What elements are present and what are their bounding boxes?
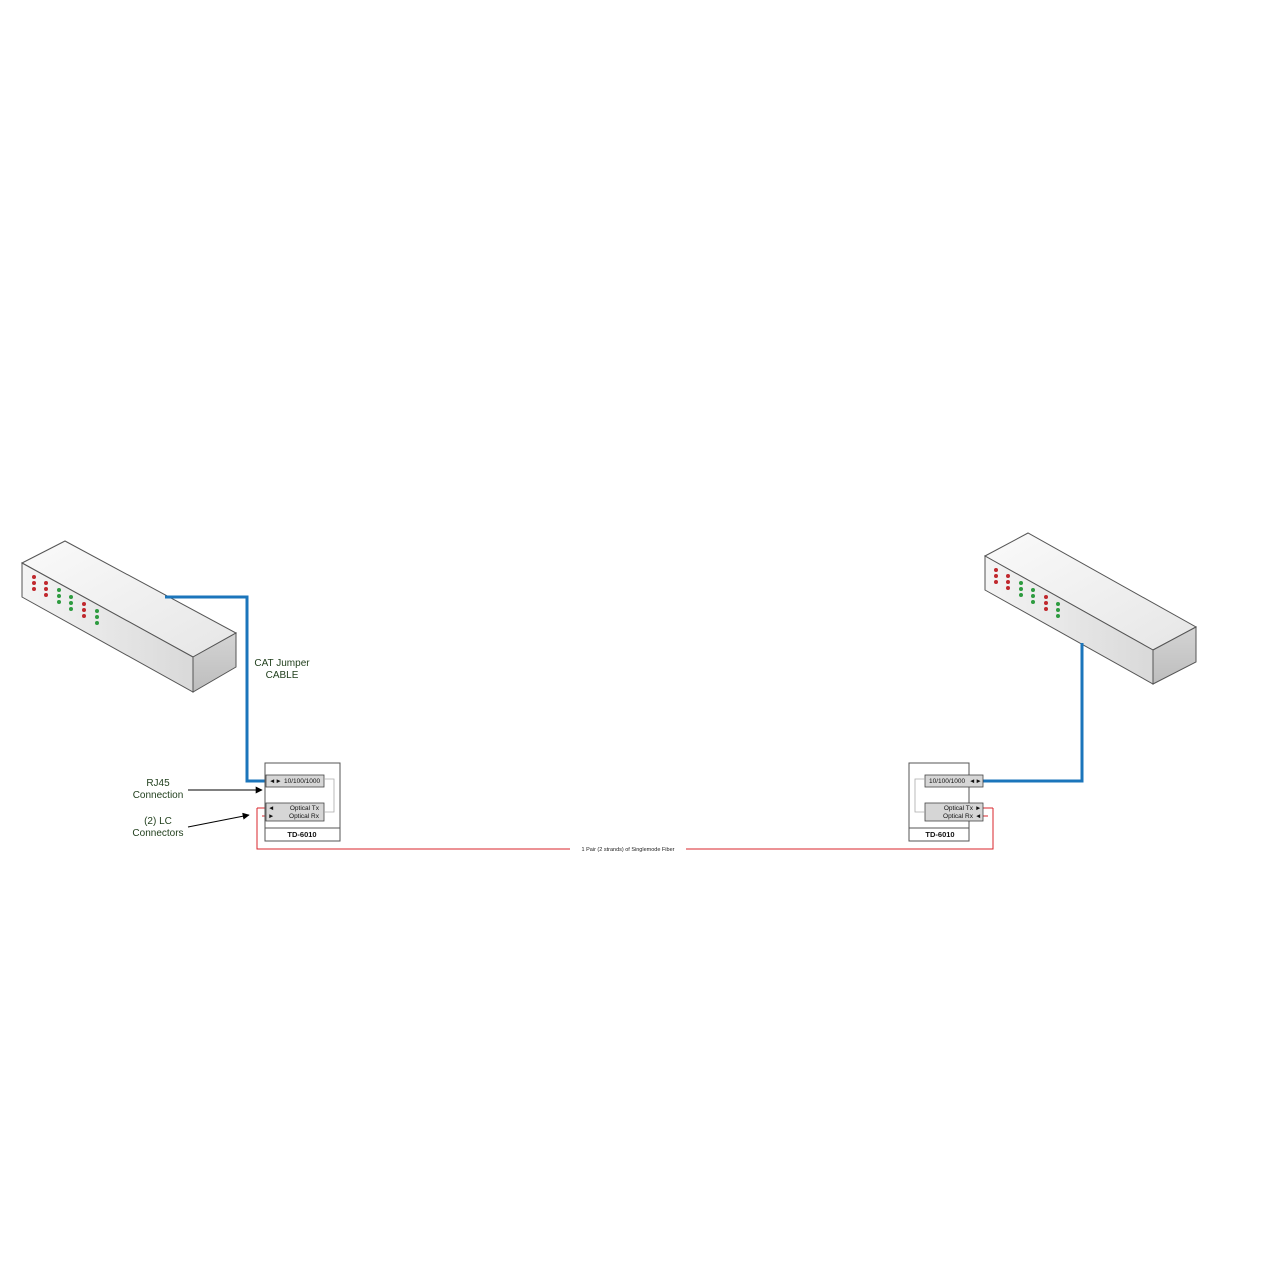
status-led bbox=[32, 575, 36, 579]
left-network-switch bbox=[20, 540, 238, 693]
status-led bbox=[1044, 601, 1048, 605]
status-led bbox=[1006, 580, 1010, 584]
status-led bbox=[44, 593, 48, 597]
left-rj45-port[interactable] bbox=[265, 774, 325, 788]
left-tx-arrow-icon: ◄ bbox=[268, 805, 274, 812]
status-led bbox=[1031, 600, 1035, 604]
status-led bbox=[44, 587, 48, 591]
status-led bbox=[57, 600, 61, 604]
right-optical-rx-label: Optical Rx bbox=[943, 813, 974, 820]
status-led bbox=[994, 580, 998, 584]
status-led bbox=[1056, 608, 1060, 612]
lc-pointer-arrow bbox=[187, 812, 250, 828]
lc-label-line1: (2) LC bbox=[144, 816, 172, 827]
status-led bbox=[1031, 588, 1035, 592]
status-led bbox=[95, 609, 99, 613]
rj45-label-line1: RJ45 bbox=[146, 778, 170, 789]
status-led bbox=[1019, 581, 1023, 585]
status-led bbox=[1019, 587, 1023, 591]
right-model-label: TD-6010 bbox=[925, 830, 954, 839]
left-optical-tx-label: Optical Tx bbox=[290, 805, 320, 812]
status-led bbox=[57, 594, 61, 598]
right-rx-arrow-icon: ◄ bbox=[975, 813, 981, 820]
fiber-label: 1 Pair (2 strands) of Singlemode Fiber bbox=[582, 847, 675, 853]
status-led bbox=[57, 588, 61, 592]
status-led bbox=[82, 602, 86, 606]
right-internal-link bbox=[914, 778, 925, 813]
status-led bbox=[69, 595, 73, 599]
status-led bbox=[82, 608, 86, 612]
lc-label-line2: Connectors bbox=[132, 828, 183, 839]
right-port-label: 10/100/1000 bbox=[929, 778, 966, 785]
left-port-label: 10/100/1000 bbox=[284, 778, 321, 785]
left-switch-status-leds bbox=[32, 575, 99, 625]
right-switch-end-face bbox=[1152, 626, 1197, 685]
right-switch-status-leds bbox=[994, 568, 1060, 618]
status-led bbox=[1019, 593, 1023, 597]
right-tx-arrow-icon: ► bbox=[975, 805, 981, 812]
status-led bbox=[1044, 595, 1048, 599]
left-model-label: TD-6010 bbox=[287, 830, 316, 839]
status-led bbox=[69, 601, 73, 605]
left-rx-arrow-icon: ► bbox=[268, 813, 274, 820]
status-led bbox=[32, 587, 36, 591]
status-led bbox=[1031, 594, 1035, 598]
right-rj45-port[interactable] bbox=[924, 774, 984, 788]
cat-cable-label-line2: CABLE bbox=[266, 670, 299, 681]
fiber-pair-cable bbox=[256, 808, 994, 850]
right-network-switch bbox=[983, 532, 1198, 685]
right-port-arrows-icon: ◄► bbox=[969, 778, 982, 785]
right-td-6010-device: 10/100/1000 ◄► Optical Tx Optical Rx ► ◄… bbox=[908, 762, 984, 842]
right-optical-tx-label: Optical Tx bbox=[944, 805, 974, 812]
cat-cable-label-line1: CAT Jumper bbox=[254, 658, 310, 669]
left-cat-jumper-cable bbox=[165, 595, 266, 783]
status-led bbox=[1006, 586, 1010, 590]
status-led bbox=[95, 615, 99, 619]
status-led bbox=[1006, 574, 1010, 578]
left-port-arrows-icon: ◄► bbox=[269, 778, 282, 785]
status-led bbox=[994, 568, 998, 572]
left-td-6010-device: ◄► 10/100/1000 ◄ ► Optical Tx Optical Rx… bbox=[264, 762, 341, 842]
status-led bbox=[32, 581, 36, 585]
rj45-label-line2: Connection bbox=[133, 790, 184, 801]
left-optical-rx-label: Optical Rx bbox=[289, 813, 320, 820]
left-internal-link bbox=[324, 778, 335, 813]
right-cat-jumper-cable bbox=[983, 643, 1084, 783]
status-led bbox=[69, 607, 73, 611]
status-led bbox=[994, 574, 998, 578]
status-led bbox=[1056, 602, 1060, 606]
status-led bbox=[1044, 607, 1048, 611]
status-led bbox=[82, 614, 86, 618]
left-switch-end-face bbox=[192, 632, 237, 693]
fiber-label-background bbox=[570, 845, 686, 853]
status-led bbox=[95, 621, 99, 625]
status-led bbox=[1056, 614, 1060, 618]
status-led bbox=[44, 581, 48, 585]
